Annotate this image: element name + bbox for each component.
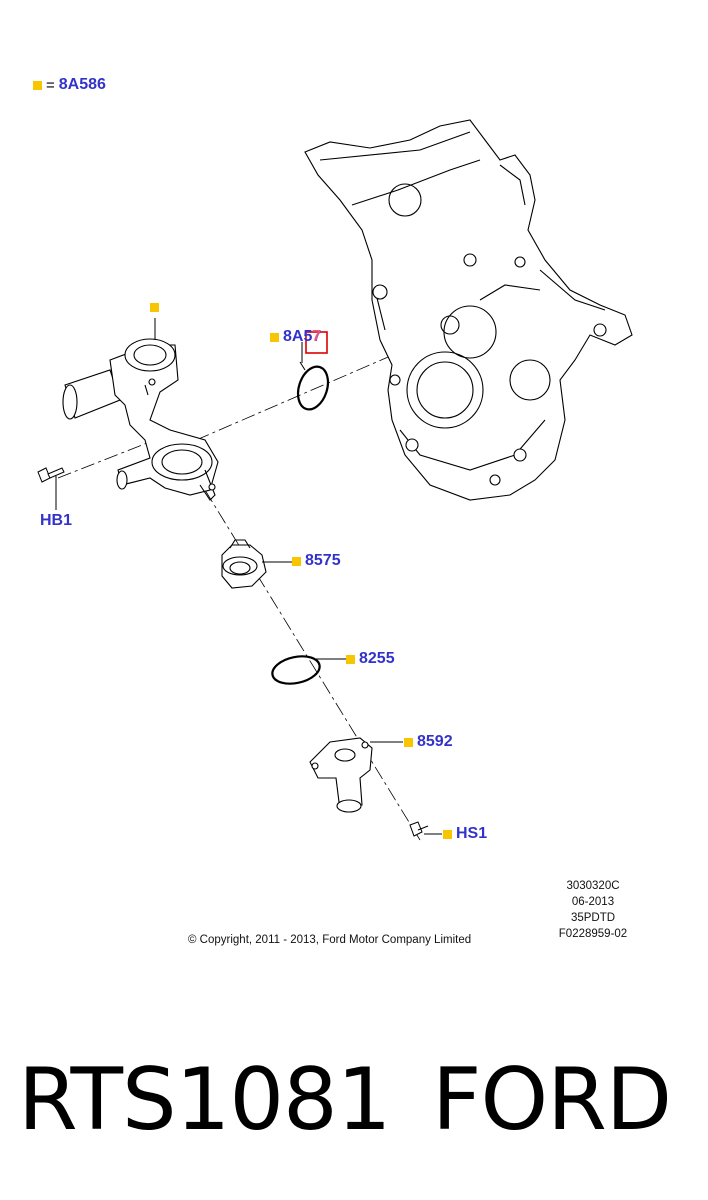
callout-o-ring[interactable]: 8255: [346, 650, 395, 668]
callout-o-ring-code: 8255: [359, 650, 395, 667]
callout-thermostat-code: 8575: [305, 552, 341, 569]
callout-outlet[interactable]: 8592: [404, 733, 453, 751]
legend-code: 8A586: [58, 76, 106, 93]
marker-icon: [292, 556, 301, 566]
brand-name: FORD: [432, 1050, 672, 1150]
highlight-box: [305, 331, 328, 354]
thermostat: [221, 539, 267, 589]
marker-icon: [443, 829, 452, 839]
callout-hs1[interactable]: HS1: [443, 825, 487, 843]
callout-hs1-code: HS1: [456, 825, 488, 842]
bolt-hb1: [37, 467, 65, 483]
copyright-text: © Copyright, 2011 - 2013, Ford Motor Com…: [188, 934, 472, 946]
marker-icon: [404, 737, 413, 747]
callout-thermostat[interactable]: 8575: [292, 552, 341, 570]
bolt-hs1: [409, 821, 429, 837]
coolant-housing: [62, 338, 219, 501]
o-ring: [271, 655, 321, 685]
legend: = 8A586: [33, 76, 106, 94]
part-number: RTS1081: [18, 1050, 391, 1150]
coolant-outlet: [309, 737, 373, 813]
marker-icon: [33, 80, 42, 90]
callout-hb1[interactable]: HB1: [40, 512, 72, 530]
marker-icon: [150, 303, 159, 312]
callout-housing[interactable]: [150, 303, 163, 312]
meta-line: 35PDTD: [570, 912, 616, 924]
meta-line: F0228959-02: [558, 928, 628, 940]
callout-seal-top[interactable]: 8A57: [270, 328, 321, 346]
callout-outlet-code: 8592: [417, 733, 453, 750]
drawing-meta: 3030320C 06-2013 35PDTD F0228959-02: [548, 878, 638, 942]
meta-line: 06-2013: [571, 896, 615, 908]
seal-ring-top: [296, 361, 330, 411]
callout-seal-top-overlay: 7: [312, 328, 321, 345]
legend-equals: =: [46, 76, 55, 94]
marker-icon: [346, 654, 355, 664]
callout-seal-top-code: 8A57: [283, 328, 322, 345]
marker-icon: [270, 332, 279, 342]
meta-line: 3030320C: [566, 880, 620, 892]
engine-front-cover: [304, 119, 633, 501]
callout-hb1-code: HB1: [40, 512, 73, 529]
